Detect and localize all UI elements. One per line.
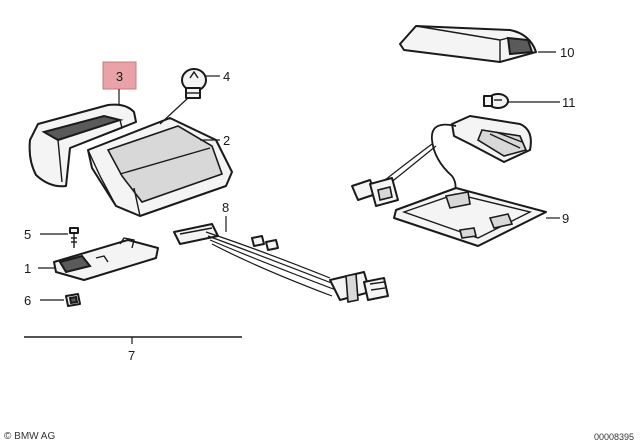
small-bulb-part-11 — [483, 93, 509, 109]
bulb-part-4 — [181, 68, 207, 99]
wiring-harness-part-8 — [173, 223, 389, 303]
clip-part-6 — [65, 293, 81, 307]
callout-7-label: 7 — [128, 348, 135, 363]
callout-10-label: 10 — [560, 45, 574, 60]
screw-part-5 — [69, 227, 79, 248]
callout-3-label: 3 — [116, 69, 123, 84]
lamp-socket-part-9 — [351, 115, 547, 247]
callout-3-highlight[interactable] — [102, 61, 137, 90]
callout-11-label: 11 — [562, 95, 576, 110]
callout-4-label: 4 — [223, 69, 230, 84]
lamp-shell-part-10 — [399, 25, 537, 63]
cover-part-3 — [28, 103, 137, 188]
drawing-number: 00008395 — [593, 432, 634, 442]
lamp-housing-part-2 — [87, 117, 233, 217]
callout-9-label: 9 — [562, 211, 569, 226]
copyright-text: © BMW AG — [4, 431, 56, 442]
callout-6-label: 6 — [24, 293, 31, 308]
callout-1-label: 1 — [24, 261, 31, 276]
callout-5-label: 5 — [24, 227, 31, 242]
bracket-part-1 — [53, 237, 159, 281]
leader-bulb-to-housing — [159, 97, 189, 125]
callout-2-label: 2 — [223, 133, 230, 148]
callout-8-label: 8 — [222, 200, 229, 215]
